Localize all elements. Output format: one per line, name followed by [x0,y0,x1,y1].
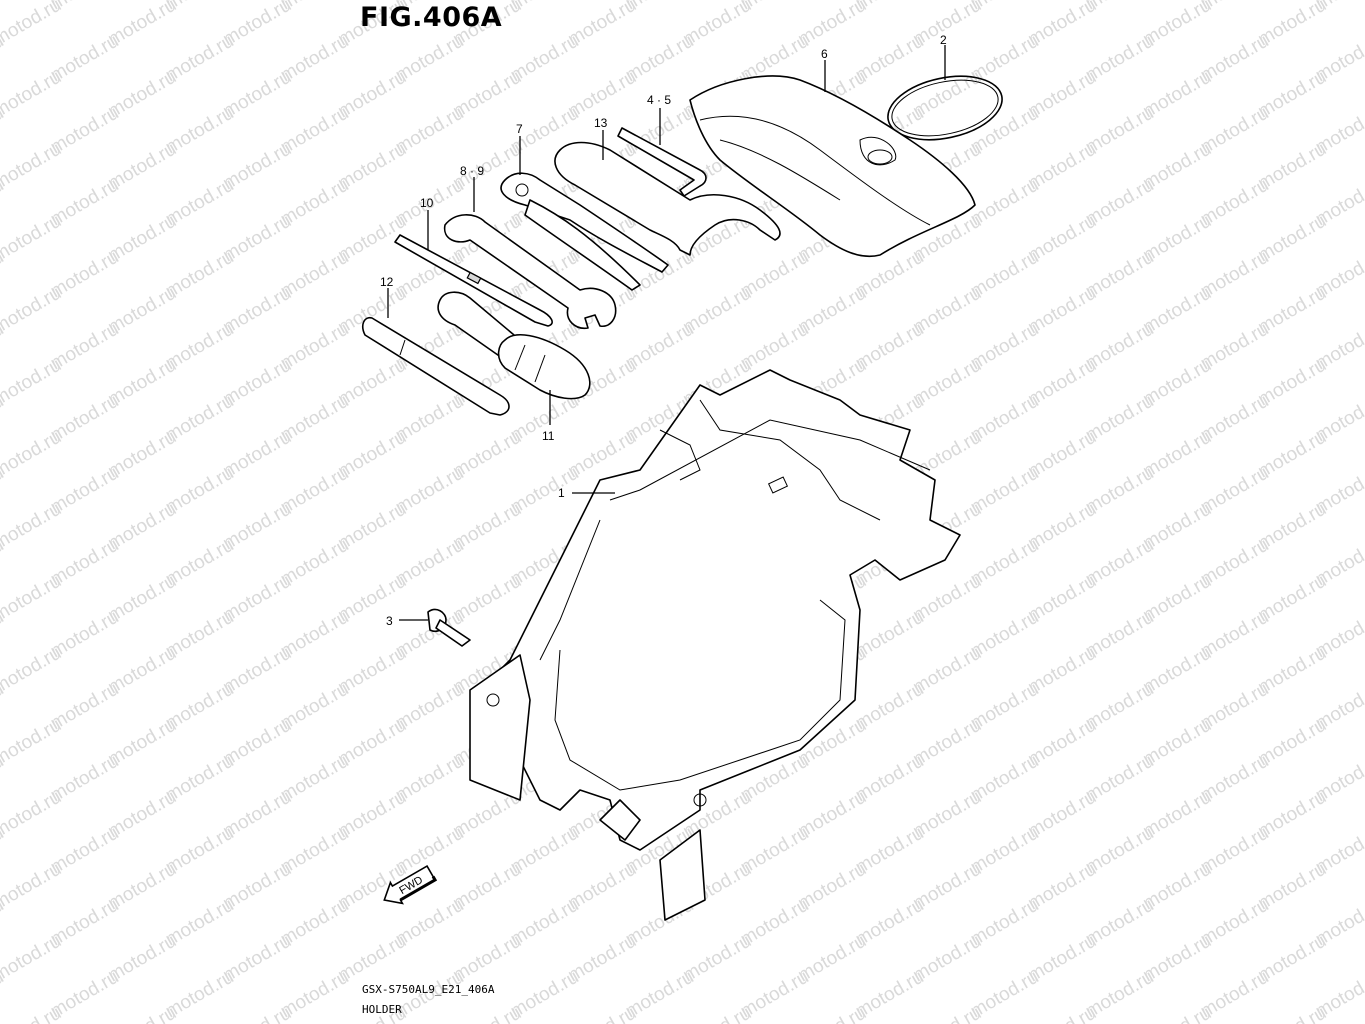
watermark-text: motod.ru [1140,1003,1215,1024]
watermark-text: motod.ru [680,1003,755,1024]
hook-spanner [554,141,781,256]
callout-1: 1 [558,486,565,500]
pliers [500,172,669,291]
callouts: 1 2 3 4 · 5 6 7 8 · 9 10 11 12 13 [380,33,947,628]
watermark-text: motod.ru [0,571,65,627]
callout-7: 7 [516,122,523,136]
extension-bar [362,316,510,416]
watermark-text: motod.ru [220,1003,295,1024]
watermark-text: motod.ru [0,355,65,411]
figure-code: GSX-S750AL9_E21_406A [362,983,495,996]
callout-11: 11 [542,429,555,443]
callout-8-9: 8 · 9 [460,164,484,178]
hex-wrench [617,127,707,197]
callout-3: 3 [386,614,393,628]
watermark-text: motod.ru [0,787,65,843]
watermark-text: motod.ru [0,715,65,771]
holder-tray [469,369,961,921]
screw [427,608,471,647]
callout-12: 12 [380,275,394,289]
watermark-text: motod.ru [105,1003,180,1024]
callout-6: 6 [821,47,828,61]
figure-title: FIG.406A [360,2,503,33]
tool-bag [689,75,976,258]
watermark-text: motod.ru [565,1003,640,1024]
watermark-text: motod.ru [1255,1003,1330,1024]
watermark-text: motod.ru [910,1003,985,1024]
watermark-text: motod.ru [0,139,65,195]
watermark-text: motod.ru [0,0,65,50]
callout-10: 10 [420,196,434,210]
watermark-text: motod.ru [0,859,65,915]
watermark-text: motod.ru [0,499,65,555]
watermark-text: motod.ru [0,0,7,14]
watermark-text: motod.ru [0,427,65,483]
callout-2: 2 [940,33,947,47]
watermark-text: motod.ru [0,283,65,339]
watermark-text: motod.ru [450,1003,525,1024]
o-ring [887,75,1003,141]
watermark-text: motod.ru [0,67,65,123]
fwd-arrow-icon: FWD [383,864,438,905]
watermark-text: motod.ru [795,1003,870,1024]
watermark-text: motod.ru [0,931,65,987]
watermark-text: motod.ru [0,643,65,699]
socket-handle [437,291,591,400]
watermark-text: motod.ru [1025,1003,1100,1024]
callout-4-5: 4 · 5 [647,93,671,107]
watermark-text: motod.ru [0,211,65,267]
callout-13: 13 [594,116,608,130]
watermark-text: motod.ru [0,1003,65,1024]
leader-lines [387,45,946,621]
figure-name: HOLDER [362,1003,402,1016]
open-end-wrench [443,214,617,330]
screwdriver [394,234,553,327]
